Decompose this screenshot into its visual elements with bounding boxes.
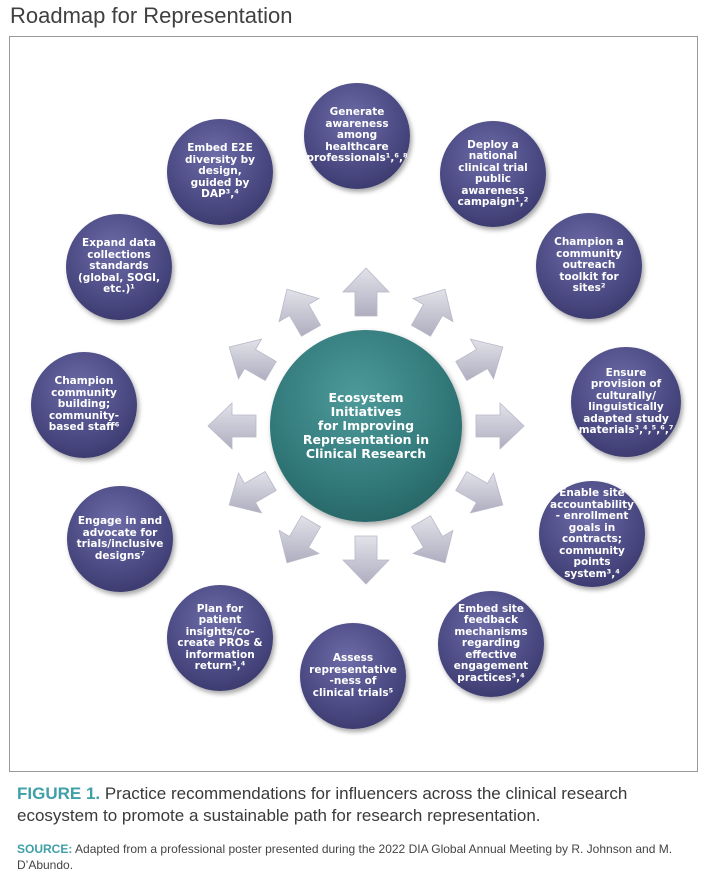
node-data-standards: Expand data collections standards (globa… bbox=[66, 214, 172, 320]
arrow-9 bbox=[228, 470, 277, 514]
source-note: SOURCE: Adapted from a professional post… bbox=[17, 841, 697, 873]
node-awareness-campaign: Deploy a national clinical trial public … bbox=[440, 121, 546, 227]
arrows-layer bbox=[207, 267, 525, 585]
arrow-7 bbox=[342, 535, 390, 585]
arrow-11 bbox=[228, 338, 277, 382]
node-adapted-materials: Ensure provision of culturally/ linguist… bbox=[571, 347, 681, 457]
node-engage-advocate: Engage in and advocate for trials/inclus… bbox=[67, 486, 173, 592]
central-hub: Ecosystem Initiatives for Improving Repr… bbox=[270, 330, 462, 522]
node-e2e-diversity: Embed E2E diversity by design, guided by… bbox=[167, 119, 273, 225]
diagram-frame: Generate awareness among healthcare prof… bbox=[9, 36, 698, 772]
page-title: Roadmap for Representation bbox=[10, 3, 293, 28]
arrow-6 bbox=[410, 515, 454, 564]
node-generate-awareness: Generate awareness among healthcare prof… bbox=[304, 83, 410, 189]
arrow-1 bbox=[342, 267, 390, 317]
figure-caption: FIGURE 1. Practice recommendations for i… bbox=[17, 783, 697, 827]
arrow-8 bbox=[278, 515, 322, 564]
arrow-12 bbox=[278, 288, 322, 337]
node-community-building: Champion community building; community-b… bbox=[31, 352, 137, 458]
node-assess-representativeness: Assess representative -ness of clinical … bbox=[300, 623, 406, 729]
arrow-4 bbox=[475, 402, 525, 450]
node-patient-insights: Plan for patient insights/co-create PROs… bbox=[167, 585, 273, 691]
arrow-5 bbox=[455, 470, 504, 514]
arrow-3 bbox=[455, 338, 504, 382]
node-outreach-toolkit: Champion a community outreach toolkit fo… bbox=[536, 213, 642, 319]
node-site-accountability: Enable site accountability - enrollment … bbox=[539, 481, 645, 587]
caption-text: Practice recommendations for influencers… bbox=[17, 784, 628, 825]
arrow-10 bbox=[207, 402, 257, 450]
source-text: Adapted from a professional poster prese… bbox=[17, 842, 673, 872]
node-site-feedback: Embed site feedback mechanisms regarding… bbox=[438, 591, 544, 697]
arrow-2 bbox=[410, 288, 454, 337]
source-label: SOURCE: bbox=[17, 842, 73, 856]
caption-label: FIGURE 1. bbox=[17, 784, 101, 803]
